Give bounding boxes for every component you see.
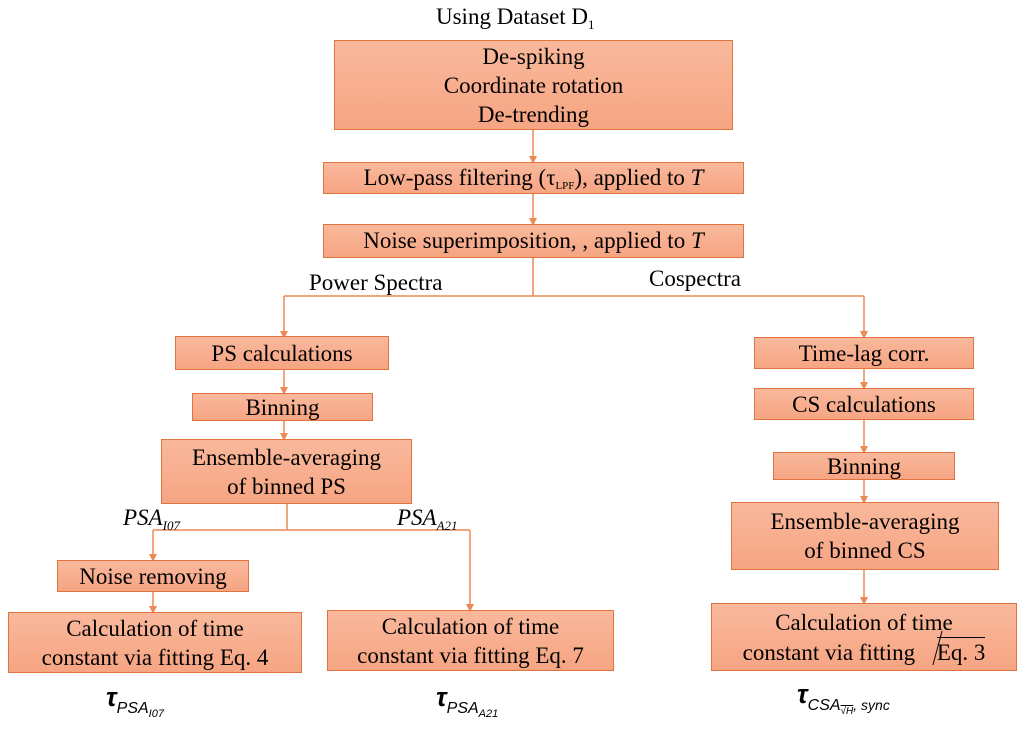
noise-superimposition-box: Noise superimposition, , applied to T <box>323 224 744 258</box>
dataset-label: Using Dataset D1 <box>436 4 595 32</box>
tau-csa-sync-output: τCSA√H, sync <box>797 679 890 717</box>
power-spectra-label: Power Spectra <box>309 270 443 295</box>
ps-calculations-box: PS calculations <box>175 336 389 370</box>
psa-a21-label: PSAA21 <box>397 505 458 533</box>
fit-eq3-box: Calculation of time constant via fitting… <box>711 603 1017 671</box>
psa-i07-label: PSAI07 <box>123 505 180 533</box>
fit-eq4-line1: Calculation of time <box>66 615 244 641</box>
coordinate-rotation-step: Coordinate rotation <box>443 72 624 98</box>
fit-eq7-line1: Calculation of time <box>381 613 560 639</box>
noise-removing-box: Noise removing <box>57 560 249 592</box>
preprocessing-box: De-spiking Coordinate rotation De-trendi… <box>334 40 733 130</box>
binning-left-box: Binning <box>192 393 373 421</box>
ensemble-averaging-ps-box: Ensemble-averaging of binned PS <box>161 439 412 504</box>
fit-eq4-box: Calculation of time constant via fitting… <box>8 612 302 673</box>
split-psa <box>153 504 470 531</box>
ensemble-cs-line2: of binned CS <box>804 538 926 563</box>
ensemble-line1: Ensemble-averaging <box>191 444 382 470</box>
despiking-step: De-spiking <box>482 43 585 69</box>
cs-calculations-box: CS calculations <box>754 388 974 420</box>
cospectra-label: Cospectra <box>649 266 741 291</box>
timelag-corr-box: Time-lag corr. <box>754 337 974 369</box>
tau-psa-i07-output: τPSAI07 <box>106 682 164 720</box>
lowpass-filter-box: Low-pass filtering (τLPF), applied to T <box>323 162 744 194</box>
fit-eq7-box: Calculation of time constant via fitting… <box>327 610 614 671</box>
fit-eq3-line1: Calculation of time <box>775 609 953 635</box>
fit-eq7-line2: constant via fitting Eq. 7 <box>357 642 584 668</box>
detrending-step: De-trending <box>477 101 590 127</box>
split-line <box>284 258 864 297</box>
binning-right-box: Binning <box>773 452 955 480</box>
fit-eq3-line2: constant via fitting Eq. 3 <box>743 636 986 667</box>
ensemble-line2: of binned PS <box>227 473 346 499</box>
fit-eq4-line2: constant via fitting Eq. 4 <box>41 644 269 670</box>
sqrt-symbol: Eq. 3 <box>921 636 986 667</box>
ensemble-averaging-cs-box: Ensemble-averaging of binned CS <box>731 502 999 570</box>
tau-psa-a21-output: τPSAA21 <box>436 682 499 720</box>
ensemble-cs-line1: Ensemble-averaging <box>770 509 960 534</box>
